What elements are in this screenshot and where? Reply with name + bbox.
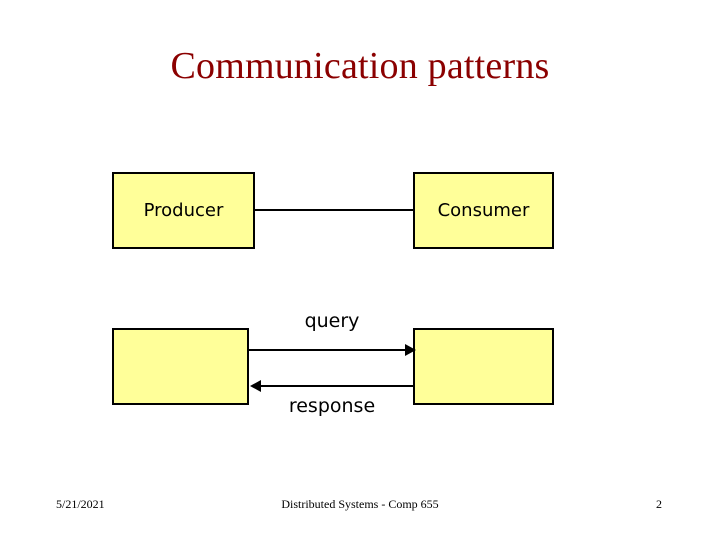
arrow-right-icon: [405, 344, 416, 356]
query-arrow-line: [249, 349, 407, 351]
producer-box-label: Producer: [143, 200, 224, 221]
query-left-box[interactable]: [112, 328, 249, 405]
response-arrow-line: [259, 385, 413, 387]
page-title: Communication patterns: [170, 45, 550, 87]
consumer-box-label: Consumer: [437, 200, 530, 221]
producer-consumer-connector: [255, 209, 413, 211]
response-label: response: [288, 395, 376, 417]
footer-date: 5/21/2021: [56, 497, 105, 511]
footer-center-text: Distributed Systems - Comp 655: [281, 497, 439, 511]
arrow-left-icon: [250, 380, 261, 392]
footer-page-number: 2: [656, 497, 662, 511]
producer-box[interactable]: Producer: [112, 172, 255, 249]
consumer-box[interactable]: Consumer: [413, 172, 554, 249]
query-right-box[interactable]: [413, 328, 554, 405]
query-label: query: [304, 310, 360, 332]
